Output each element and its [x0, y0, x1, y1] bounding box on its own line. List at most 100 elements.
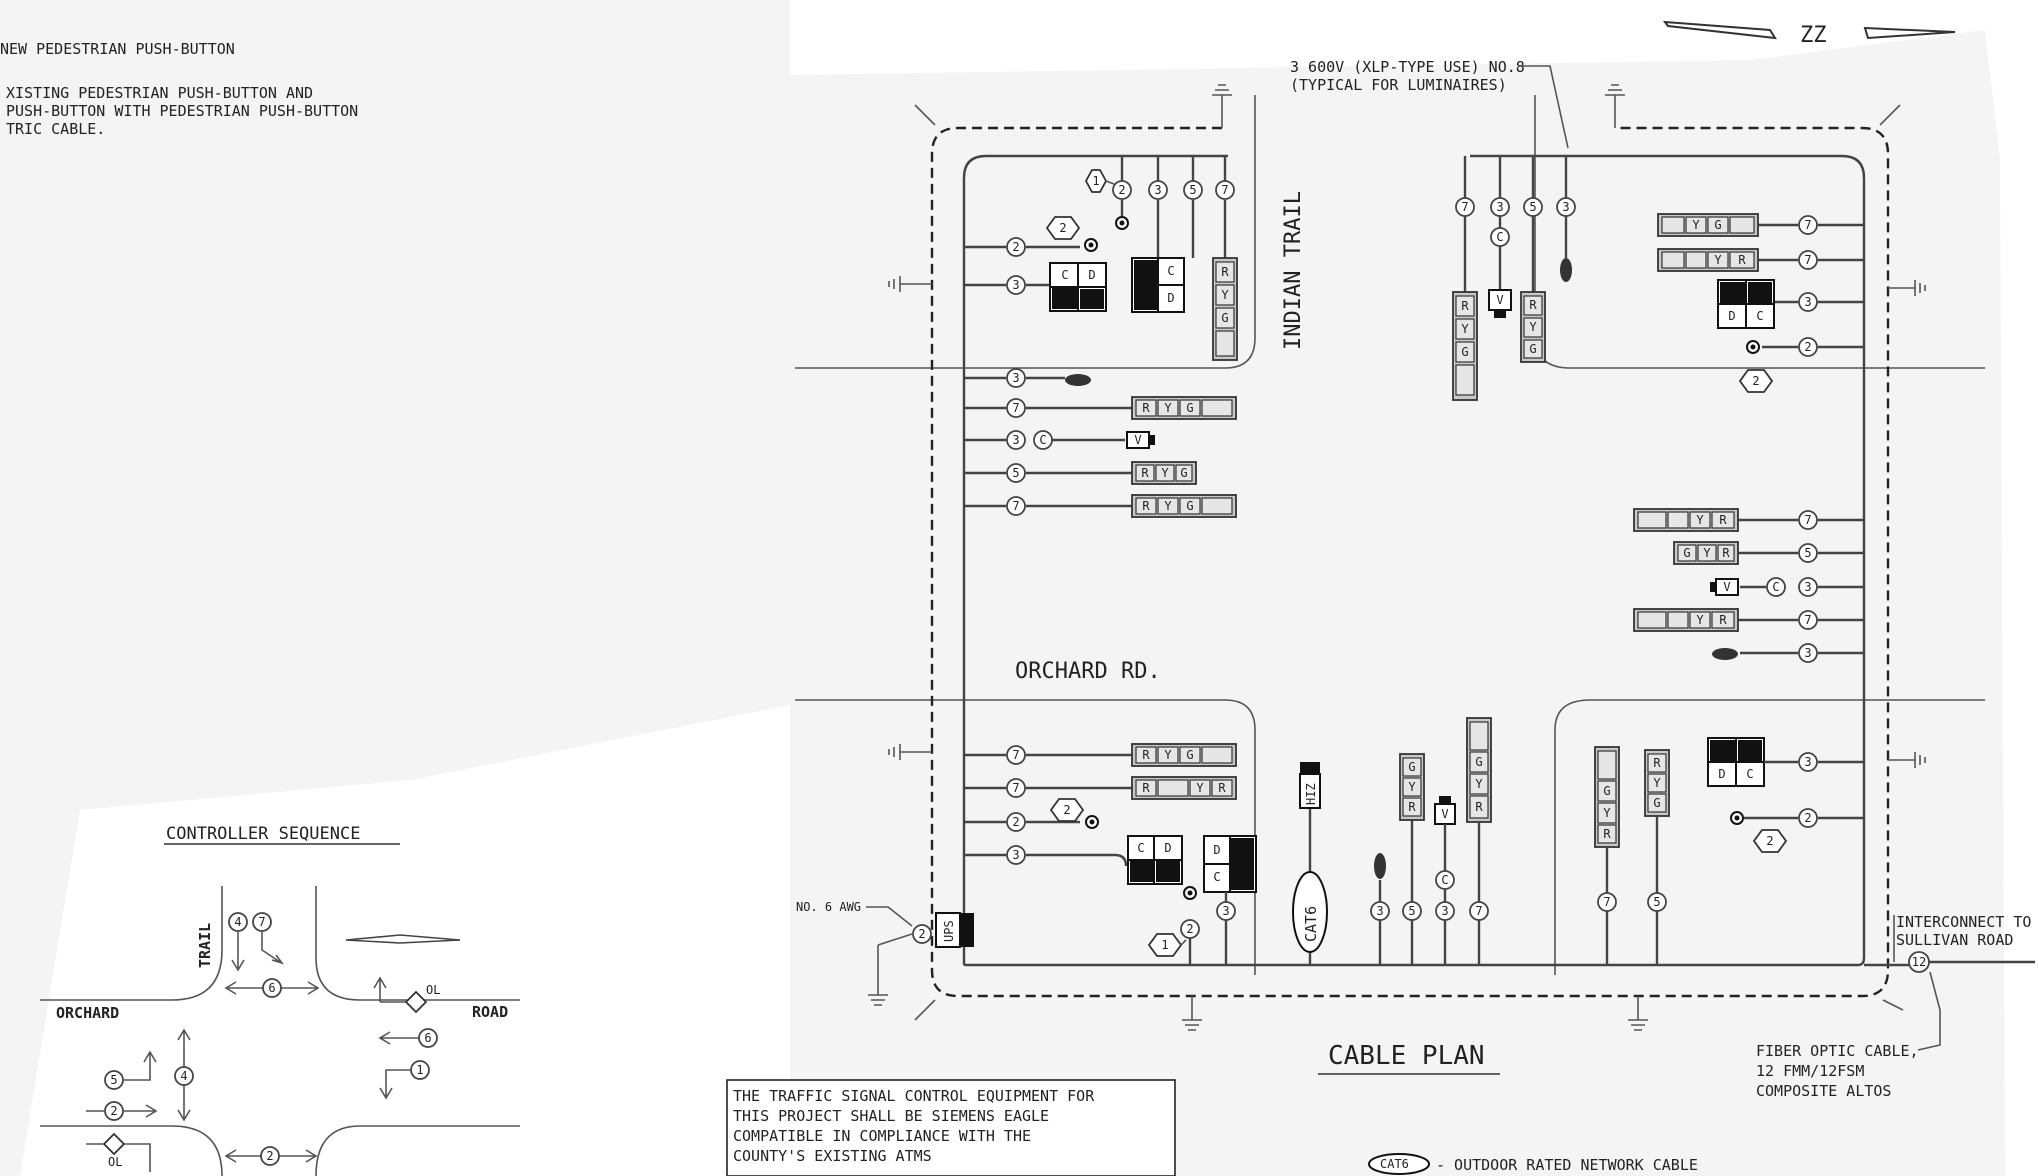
svg-text:V: V [1723, 580, 1730, 594]
svg-text:D: D [1718, 767, 1725, 781]
svg-text:3: 3 [1222, 904, 1229, 918]
equipment-note-line-2: THIS PROJECT SHALL BE SIEMENS EAGLE [733, 1107, 1049, 1125]
conduit-loop [930, 126, 1890, 998]
e-circle-7b: 7 [1798, 610, 1818, 630]
indian-trail-label: INDIAN TRAIL [1281, 191, 1306, 350]
svg-text:R: R [1142, 781, 1150, 795]
orchard-rd-label: ORCHARD RD. [1015, 659, 1161, 684]
svg-text:2: 2 [110, 1104, 117, 1118]
nw-hex-2: 2 [1045, 216, 1098, 252]
svg-text:R: R [1719, 613, 1727, 627]
s-circle-3b: 3 [1435, 901, 1455, 921]
sw-signal-head-2: R Y R [1131, 776, 1237, 800]
svg-text:3: 3 [1804, 580, 1811, 594]
svg-text:3: 3 [1012, 371, 1019, 385]
svg-text:7: 7 [1475, 904, 1482, 918]
svg-text:7: 7 [1012, 748, 1019, 762]
svg-text:3: 3 [1154, 183, 1161, 197]
svg-text:V: V [1441, 807, 1448, 821]
svg-text:3: 3 [1012, 433, 1019, 447]
sw-circle-2b: 2 [1180, 919, 1200, 939]
svg-text:3: 3 [1562, 200, 1569, 214]
nw-circle-3: 3 [1148, 180, 1168, 200]
no6-awg-label: NO. 6 AWG [796, 900, 861, 914]
nw-signal-head-vertical: R Y G [1212, 257, 1238, 361]
svg-text:OL: OL [426, 983, 440, 997]
svg-text:C: C [1441, 873, 1448, 887]
w-circle-c: C [1033, 430, 1053, 450]
svg-text:G: G [1683, 546, 1690, 560]
s-circle-3a: 3 [1370, 901, 1390, 921]
nw-quadrant: 2 3 5 7 1 2 2 3 [888, 84, 1238, 361]
svg-text:V: V [1134, 433, 1141, 447]
controller-sequence: CONTROLLER SEQUENCE ORCHARD ROAD TRAIL 4… [40, 824, 520, 1176]
ne-circle-3b: 3 [1556, 197, 1576, 217]
e-circle-3a: 3 [1798, 577, 1818, 597]
nw-hex-1: 1 [1084, 169, 1115, 193]
svg-text:R: R [1142, 499, 1150, 513]
cat6-cable: HIZ CAT6 [1292, 762, 1328, 965]
svg-text:5: 5 [1653, 895, 1660, 909]
ne-hex-2: 2 [1738, 369, 1774, 393]
e-signal-head-3: Y R [1633, 608, 1739, 632]
svg-text:3: 3 [1012, 848, 1019, 862]
se-quadrant: G Y R 7 R Y G 5 C D 3 2 [1182, 737, 1926, 1031]
se-signal-head-2: R Y G [1644, 749, 1670, 817]
svg-text:D: D [1728, 309, 1735, 323]
e-signal-head-2: G Y R [1673, 541, 1739, 565]
svg-text:Y: Y [1703, 546, 1711, 560]
svg-text:2: 2 [1804, 811, 1811, 825]
w-video-detector: V [1126, 431, 1155, 449]
svg-text:G: G [1186, 499, 1193, 513]
svg-text:Y: Y [1603, 806, 1611, 820]
sw-quadrant: 7 7 2 3 R Y G R Y R 2 [796, 743, 1257, 1021]
svg-text:R: R [1142, 401, 1150, 415]
svg-text:R: R [1603, 827, 1611, 841]
svg-text:3: 3 [1804, 295, 1811, 309]
interconnect-circle-12: 12 [1908, 951, 1930, 973]
svg-text:D: D [1164, 841, 1171, 855]
sw-circle-7b: 7 [1006, 778, 1026, 798]
svg-text:Y: Y [1164, 401, 1172, 415]
svg-text:12: 12 [1912, 955, 1926, 969]
svg-text:R: R [1142, 748, 1150, 762]
ne-ped-head: C D [1717, 279, 1775, 329]
s-circle-c: C [1435, 870, 1455, 890]
phase-ol-west: OL [86, 1132, 151, 1172]
svg-text:7: 7 [1012, 401, 1019, 415]
ne-circle-7b: 7 [1798, 250, 1818, 270]
sw-signal-head-1: R Y G [1131, 743, 1237, 767]
svg-text:G: G [1221, 311, 1228, 325]
svg-text:5: 5 [110, 1073, 117, 1087]
cat6-legend: CAT6 - OUTDOOR RATED NETWORK CABLE [1368, 1153, 1698, 1175]
svg-text:6: 6 [268, 981, 275, 995]
svg-text:Y: Y [1696, 513, 1704, 527]
phase-4-north: 4 [228, 912, 248, 972]
se-signal-head-1: G Y R [1594, 746, 1620, 848]
svg-text:2: 2 [1766, 834, 1773, 848]
svg-text:G: G [1475, 755, 1482, 769]
ne-signal-head-1: R Y G [1452, 291, 1478, 401]
e-circle-7a: 7 [1798, 510, 1818, 530]
svg-text:G: G [1186, 748, 1193, 762]
svg-text:R: R [1738, 253, 1746, 267]
svg-text:5: 5 [1408, 904, 1415, 918]
svg-text:2: 2 [1059, 221, 1066, 235]
legend: NEW PEDESTRIAN PUSH-BUTTON XISTING PEDES… [0, 40, 358, 138]
west-approach-wires: 3 7 3 C 5 7 R Y G V R Y G [964, 368, 1237, 518]
cat6-legend-symbol: CAT6 [1380, 1157, 1409, 1171]
equipment-note-line-4: COUNTY'S EXISTING ATMS [733, 1147, 932, 1165]
sw-circle-7a: 7 [1006, 745, 1026, 765]
equipment-note-line-3: COMPATIBLE IN COMPLIANCE WITH THE [733, 1127, 1031, 1145]
e-circle-c: C [1766, 577, 1786, 597]
svg-text:5: 5 [1189, 183, 1196, 197]
ne-circle-2: 2 [1798, 337, 1818, 357]
fiber-line-3: COMPOSITE ALTOS [1756, 1082, 1891, 1100]
sw-circle-3b: 3 [1216, 901, 1236, 921]
legend-line-3: PUSH-BUTTON WITH PEDESTRIAN PUSH-BUTTON [6, 102, 358, 120]
sw-hex-1: 1 [1147, 933, 1187, 957]
svg-text:7: 7 [1012, 781, 1019, 795]
svg-text:R: R [1218, 781, 1226, 795]
svg-text:7: 7 [1804, 513, 1811, 527]
